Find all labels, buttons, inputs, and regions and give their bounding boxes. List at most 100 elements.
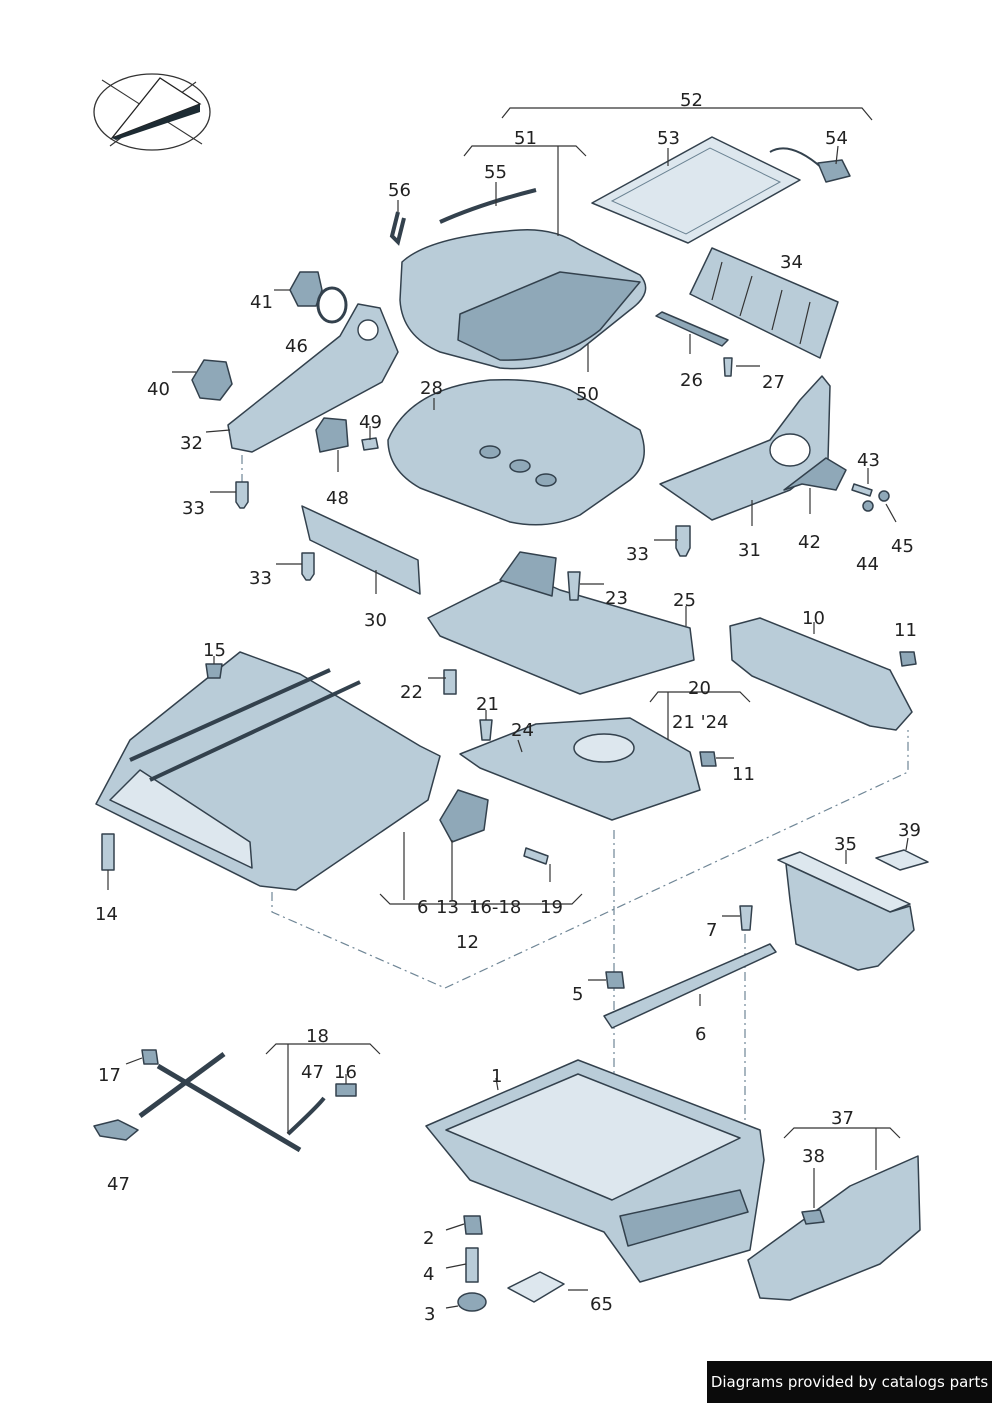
callout-2: 2 bbox=[423, 1228, 434, 1249]
callout-12: 12 bbox=[456, 932, 479, 953]
part-33-stud-c bbox=[675, 525, 691, 557]
callout-49: 49 bbox=[359, 412, 382, 433]
part-11-nut-b bbox=[699, 751, 717, 767]
callout-38: 38 bbox=[802, 1146, 825, 1167]
part-26-strip bbox=[655, 311, 729, 347]
callout-1: 1 bbox=[491, 1066, 502, 1087]
callout-53: 53 bbox=[657, 128, 680, 149]
part-13-motor bbox=[439, 789, 489, 843]
callout-labels: 5 2 51 53 54 55 56 3 4 41 46 50 26 27 40 2… bbox=[95, 90, 921, 1325]
part-50-seat-cushion bbox=[399, 229, 647, 370]
part-3-washer bbox=[457, 1292, 487, 1312]
part-32-side-bracket bbox=[227, 303, 399, 453]
callout-6-b: 6 bbox=[695, 1024, 706, 1045]
part-39-pad bbox=[875, 849, 929, 871]
callout-65: 65 bbox=[590, 1294, 613, 1315]
callout-21-24: 21 '24 bbox=[672, 712, 728, 733]
part-31-side-trim bbox=[659, 375, 831, 521]
part-48-motor bbox=[315, 417, 349, 453]
part-38-clip bbox=[801, 1209, 825, 1225]
part-25-tray bbox=[427, 551, 695, 695]
part-21-bolt bbox=[479, 719, 493, 741]
callout-20: 20 bbox=[688, 678, 711, 699]
callout-48: 48 bbox=[326, 488, 349, 509]
callout-18: 18 bbox=[306, 1026, 329, 1047]
part-49-screw bbox=[361, 437, 379, 451]
callout-50: 50 bbox=[576, 384, 599, 405]
part-20-lower-bracket bbox=[459, 717, 701, 821]
callout-22: 22 bbox=[400, 682, 423, 703]
callout-15: 15 bbox=[203, 640, 226, 661]
callout-5: 5 bbox=[572, 984, 583, 1005]
callout-44: 44 bbox=[856, 554, 879, 575]
callout-47-b: 47 bbox=[301, 1062, 324, 1083]
callout-33-c: 33 bbox=[626, 544, 649, 565]
part-19-screw bbox=[523, 847, 549, 865]
callout-40: 40 bbox=[147, 379, 170, 400]
callout-3: 3 bbox=[424, 1304, 435, 1325]
callout-17: 17 bbox=[98, 1065, 121, 1086]
part-5-nut bbox=[605, 971, 625, 989]
part-37-side-cover bbox=[747, 1155, 921, 1301]
callout-28: 28 bbox=[420, 378, 443, 399]
part-10-armrest bbox=[729, 617, 913, 731]
callout-30: 30 bbox=[364, 610, 387, 631]
part-4-bolt bbox=[465, 1247, 479, 1283]
part-41-knob bbox=[289, 271, 323, 307]
part-33-stud-a bbox=[235, 481, 249, 509]
callout-11-b: 11 bbox=[732, 764, 755, 785]
callout-39: 39 bbox=[898, 820, 921, 841]
part-11-nut-a bbox=[899, 651, 917, 667]
callout-23: 23 bbox=[605, 588, 628, 609]
part-54-connector bbox=[769, 147, 851, 183]
callout-25: 25 bbox=[673, 590, 696, 611]
part-40-knob bbox=[191, 359, 233, 401]
part-55-rod bbox=[439, 188, 537, 224]
part-15-clip bbox=[205, 663, 223, 679]
part-2-nut bbox=[463, 1215, 483, 1235]
part-30-panel bbox=[301, 505, 421, 595]
callout-54: 54 bbox=[825, 128, 848, 149]
part-28-seat-pan bbox=[387, 378, 645, 526]
part-46-ring bbox=[316, 286, 348, 324]
callout-6-a: 6 bbox=[417, 897, 428, 918]
callout-26: 26 bbox=[680, 370, 703, 391]
callout-16-18: 16-18 bbox=[469, 897, 521, 918]
callout-35: 35 bbox=[834, 834, 857, 855]
callout-32: 32 bbox=[180, 433, 203, 454]
callout-14: 14 bbox=[95, 904, 118, 925]
part-56-clip bbox=[389, 211, 406, 246]
callout-56: 56 bbox=[388, 180, 411, 201]
leader-lines bbox=[107, 107, 909, 1309]
part-35-storage-box bbox=[777, 851, 915, 971]
part-65-pad bbox=[507, 1271, 565, 1303]
callout-46: 46 bbox=[285, 336, 308, 357]
part-42-handle bbox=[783, 457, 847, 491]
callout-47-a: 47 bbox=[107, 1174, 130, 1195]
part-27-screw bbox=[723, 357, 733, 377]
part-7-bolt bbox=[739, 905, 753, 931]
part-43-screw bbox=[851, 483, 873, 497]
callout-51: 51 bbox=[514, 128, 537, 149]
callout-41: 41 bbox=[250, 292, 273, 313]
part-12-seat-frame bbox=[95, 651, 441, 891]
part-47-handle bbox=[93, 1119, 139, 1141]
part-23-screw bbox=[567, 571, 581, 601]
callout-27: 27 bbox=[762, 372, 785, 393]
watermark-banner: Diagrams provided by catalogs parts bbox=[707, 1361, 992, 1403]
callout-10: 10 bbox=[802, 608, 825, 629]
callout-19: 19 bbox=[540, 897, 563, 918]
callout-55: 55 bbox=[484, 162, 507, 183]
callout-42: 42 bbox=[798, 532, 821, 553]
callout-21: 21 bbox=[476, 694, 499, 715]
part-1-seat-base bbox=[425, 1059, 765, 1283]
part-45-nut bbox=[878, 490, 890, 502]
callout-13: 13 bbox=[436, 897, 459, 918]
callout-45: 45 bbox=[891, 536, 914, 557]
callout-24: 24 bbox=[511, 720, 534, 741]
callout-43: 43 bbox=[857, 450, 880, 471]
part-18-cable-assembly bbox=[138, 1049, 357, 1153]
callout-4: 4 bbox=[423, 1264, 434, 1285]
part-6-rail bbox=[603, 943, 777, 1029]
